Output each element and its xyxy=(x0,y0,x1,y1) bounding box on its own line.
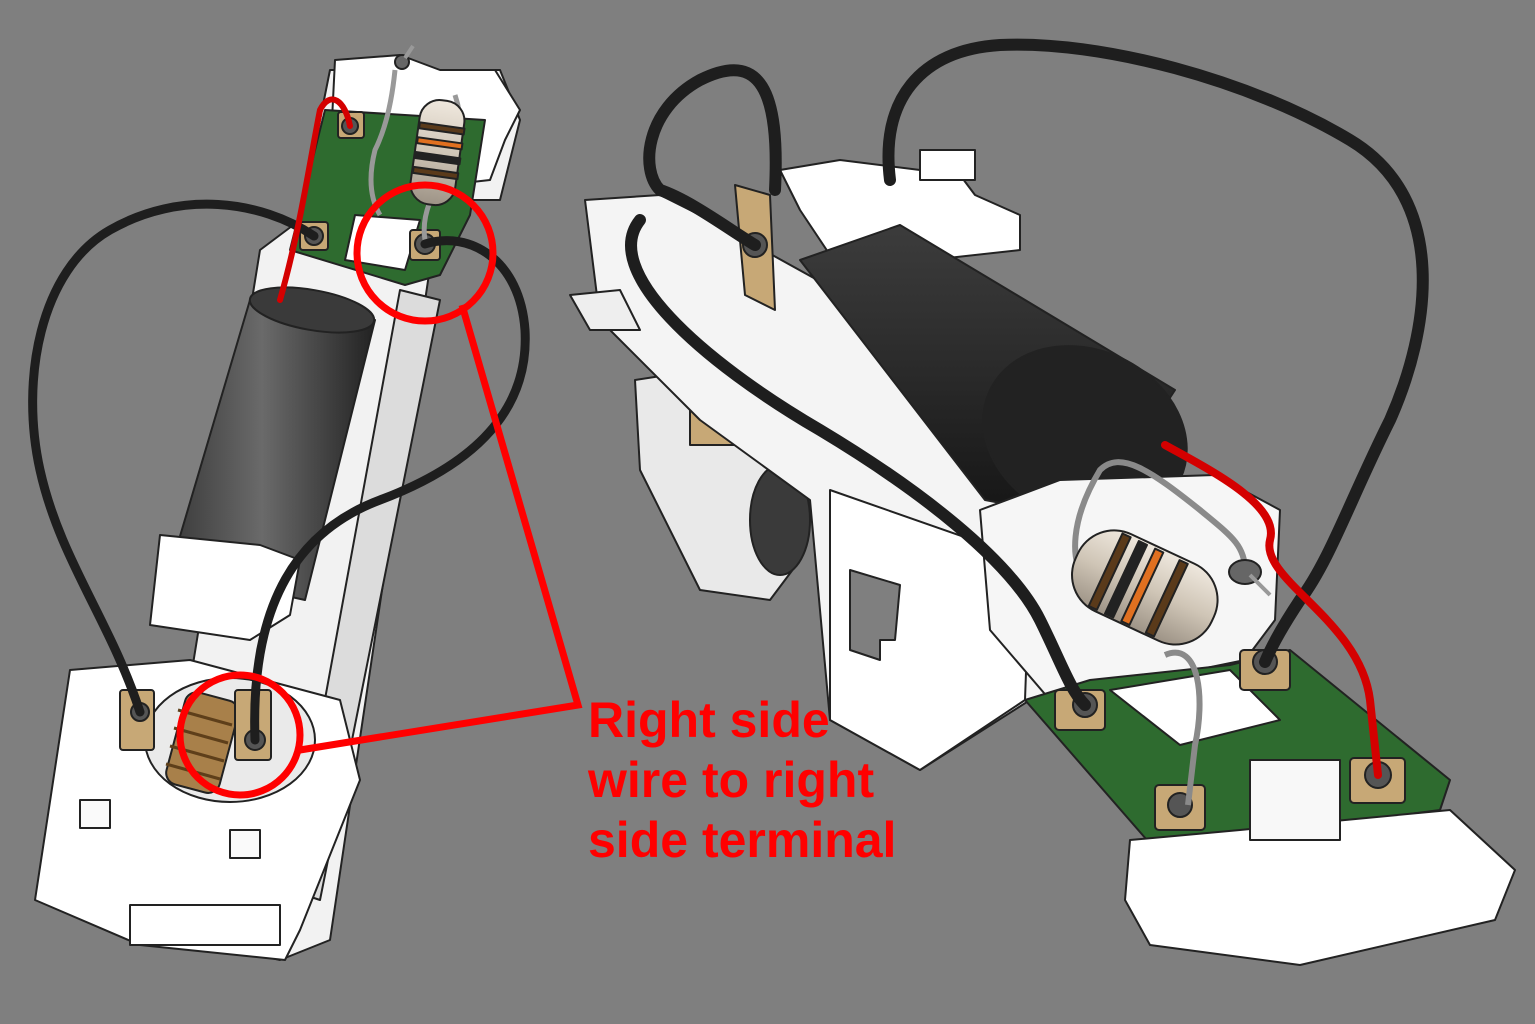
callout-line-2: wire to right xyxy=(588,752,875,808)
right-front-clip xyxy=(779,159,1021,271)
right-wires xyxy=(625,38,1429,779)
right-side-cutout xyxy=(849,569,901,661)
right-resistor xyxy=(1071,459,1272,806)
left-wire-right xyxy=(250,236,530,745)
callout-circle-bottom xyxy=(176,671,304,799)
right-wire-black-front xyxy=(625,214,1091,711)
resistor-icon xyxy=(368,44,466,241)
left-base-tab xyxy=(129,904,281,946)
callout-markers xyxy=(176,181,583,799)
right-pcb-slot xyxy=(1109,669,1281,746)
left-wire-red xyxy=(277,96,353,303)
left-wires xyxy=(28,96,530,745)
right-wire-black-long xyxy=(882,38,1429,668)
callout-line-1: Right side xyxy=(588,692,830,748)
left-assembly xyxy=(34,44,521,961)
callout-leader-line xyxy=(299,304,583,754)
right-left-foot xyxy=(569,289,641,331)
left-motor-mount xyxy=(149,534,301,641)
callout-label: Right side wire to right side terminal xyxy=(588,690,948,870)
motor-icon xyxy=(169,286,376,601)
wire-icon xyxy=(28,199,319,717)
right-wire-black-rear xyxy=(643,64,782,251)
callout-circle-top xyxy=(353,181,497,325)
right-wire-red xyxy=(1161,441,1382,779)
callout-line-3: side terminal xyxy=(588,812,897,868)
